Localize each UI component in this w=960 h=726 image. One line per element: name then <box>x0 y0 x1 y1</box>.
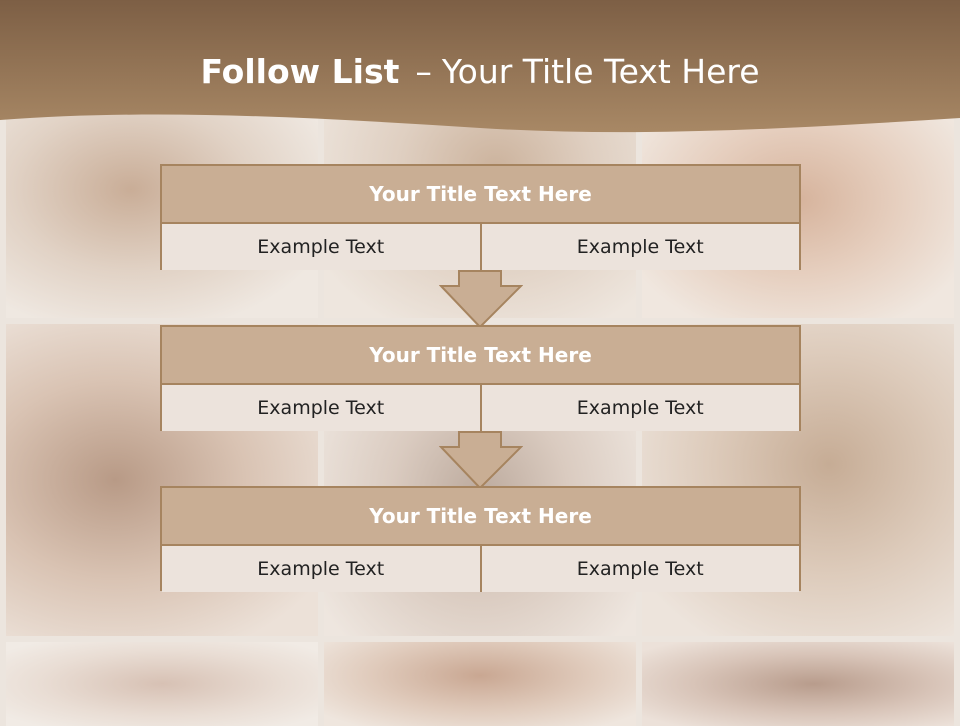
flow-step-left-text: Example Text <box>162 385 480 431</box>
header-wave-shape <box>0 0 960 133</box>
flow-step-right-text: Example Text <box>479 546 799 592</box>
flow-step-1: Your Title Text Here Example Text Exampl… <box>160 164 801 270</box>
slide-title-dash: – <box>415 52 432 91</box>
flow-step-left-text: Example Text <box>162 546 480 592</box>
flow-step-right-text: Example Text <box>479 385 799 431</box>
flow-step-row: Example Text Example Text <box>162 385 799 431</box>
slide-title-bold: Follow List <box>200 52 400 91</box>
header-band: Follow List–Your Title Text Here <box>0 0 960 140</box>
flow-step-left-text: Example Text <box>162 224 480 270</box>
flow-step-title: Your Title Text Here <box>162 327 799 385</box>
flow-step-2: Your Title Text Here Example Text Exampl… <box>160 325 801 431</box>
flow-step-3: Your Title Text Here Example Text Exampl… <box>160 486 801 592</box>
down-arrow-icon <box>439 431 523 489</box>
flow-step-right-text: Example Text <box>479 224 799 270</box>
food-photo <box>324 642 636 726</box>
down-arrow-icon <box>439 270 523 328</box>
flow-step-title: Your Title Text Here <box>162 488 799 546</box>
food-photo <box>6 642 318 726</box>
slide-title: Follow List–Your Title Text Here <box>0 52 960 91</box>
flow-step-row: Example Text Example Text <box>162 224 799 270</box>
slide-title-rest: Your Title Text Here <box>441 52 760 91</box>
food-photo <box>642 642 954 726</box>
flow-step-title: Your Title Text Here <box>162 166 799 224</box>
flow-step-row: Example Text Example Text <box>162 546 799 592</box>
